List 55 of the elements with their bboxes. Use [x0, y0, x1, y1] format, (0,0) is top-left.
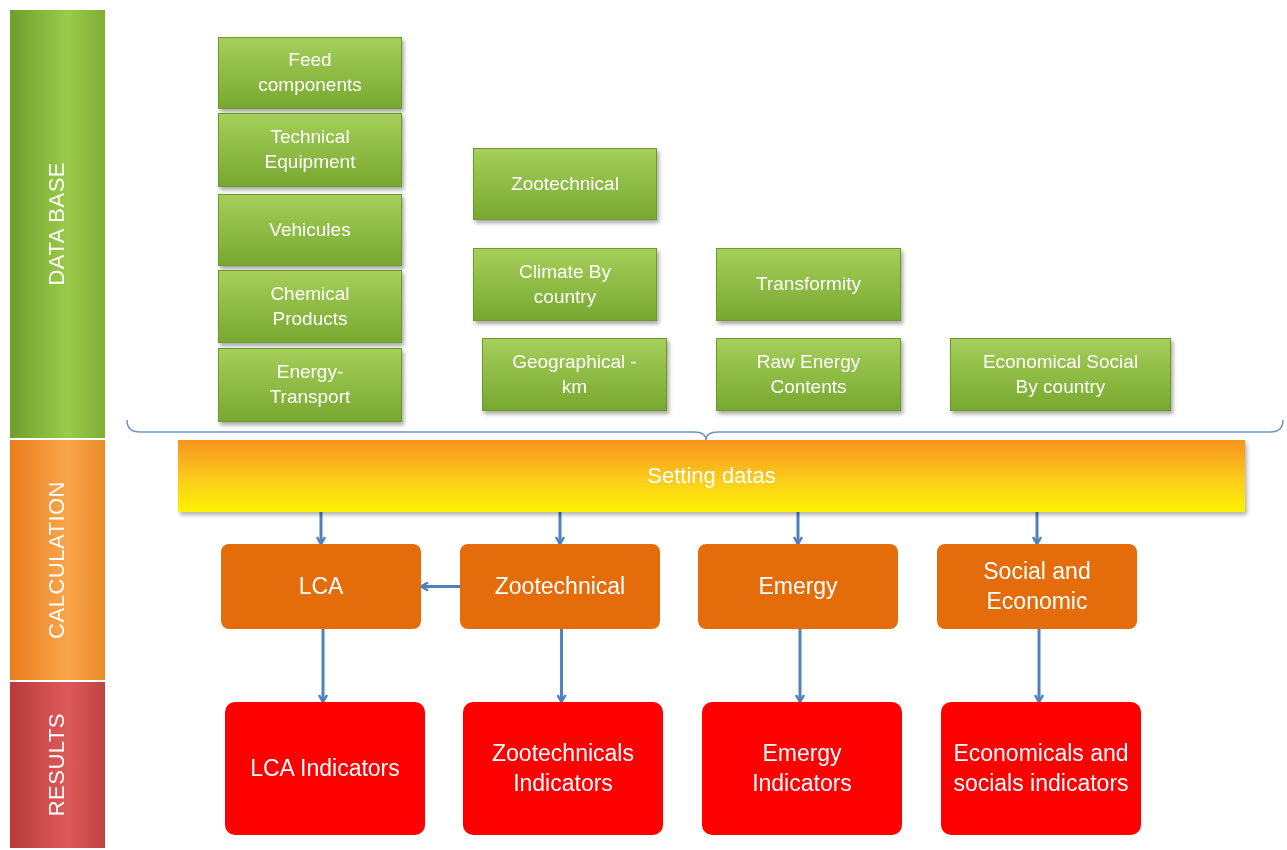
section-label: RESULTS [43, 713, 71, 817]
data-box [218, 270, 402, 343]
data-box [473, 148, 657, 220]
result-box [941, 702, 1141, 835]
box-label: Zootechnicals Indicators [491, 738, 635, 798]
calculation-box [937, 544, 1137, 629]
arrow [554, 512, 566, 546]
box-label: Zootechnical [494, 571, 626, 601]
result-box [463, 702, 663, 835]
arrow [556, 629, 567, 704]
box-label: Chemical Products [269, 281, 351, 331]
data-box [218, 37, 402, 109]
section-label: CALCULATION [43, 481, 71, 639]
arrow [794, 629, 806, 704]
data-box [950, 338, 1171, 411]
result-box [702, 702, 902, 835]
data-box [218, 194, 402, 266]
data-box [716, 338, 901, 411]
box-label: Climate By country [518, 259, 612, 309]
data-box [218, 113, 402, 187]
box-label: Geographical - km [511, 349, 638, 399]
setting-bar [178, 440, 1245, 512]
box-label: Raw Energy Contents [755, 349, 862, 399]
data-box [482, 338, 667, 411]
data-box [218, 348, 402, 422]
box-label: Energy- Transport [268, 360, 352, 409]
box-label: Economicals and socials indicators [952, 738, 1130, 798]
calculation-box [460, 544, 660, 629]
box-label: Economical Social By country [981, 349, 1140, 399]
section-band [10, 440, 105, 680]
arrow [317, 629, 329, 704]
box-label: Feed components [257, 48, 363, 97]
section-label: DATA BASE [43, 162, 71, 286]
box-label: Technical Equipment [263, 125, 357, 174]
result-box [225, 702, 425, 835]
section-band [10, 10, 105, 438]
box-label: LCA Indicators [250, 753, 400, 783]
box-label: Zootechnical [511, 171, 619, 196]
calculation-box [221, 544, 421, 629]
data-box [716, 248, 901, 321]
arrow [419, 581, 460, 592]
arrow [1031, 512, 1043, 546]
data-box [473, 248, 657, 321]
calculation-box [698, 544, 898, 629]
box-label: Vehicules [269, 217, 351, 242]
box-label: Emergy [758, 571, 838, 601]
box-label: Social and Economic [982, 556, 1092, 616]
box-label: Emergy Indicators [751, 738, 853, 798]
arrow [315, 512, 327, 546]
box-label: Setting datas [647, 461, 776, 490]
box-label: Transformity [756, 272, 861, 297]
box-label: LCA [298, 571, 344, 601]
arrow [792, 512, 804, 546]
arrow [1033, 629, 1045, 704]
section-band [10, 682, 105, 848]
